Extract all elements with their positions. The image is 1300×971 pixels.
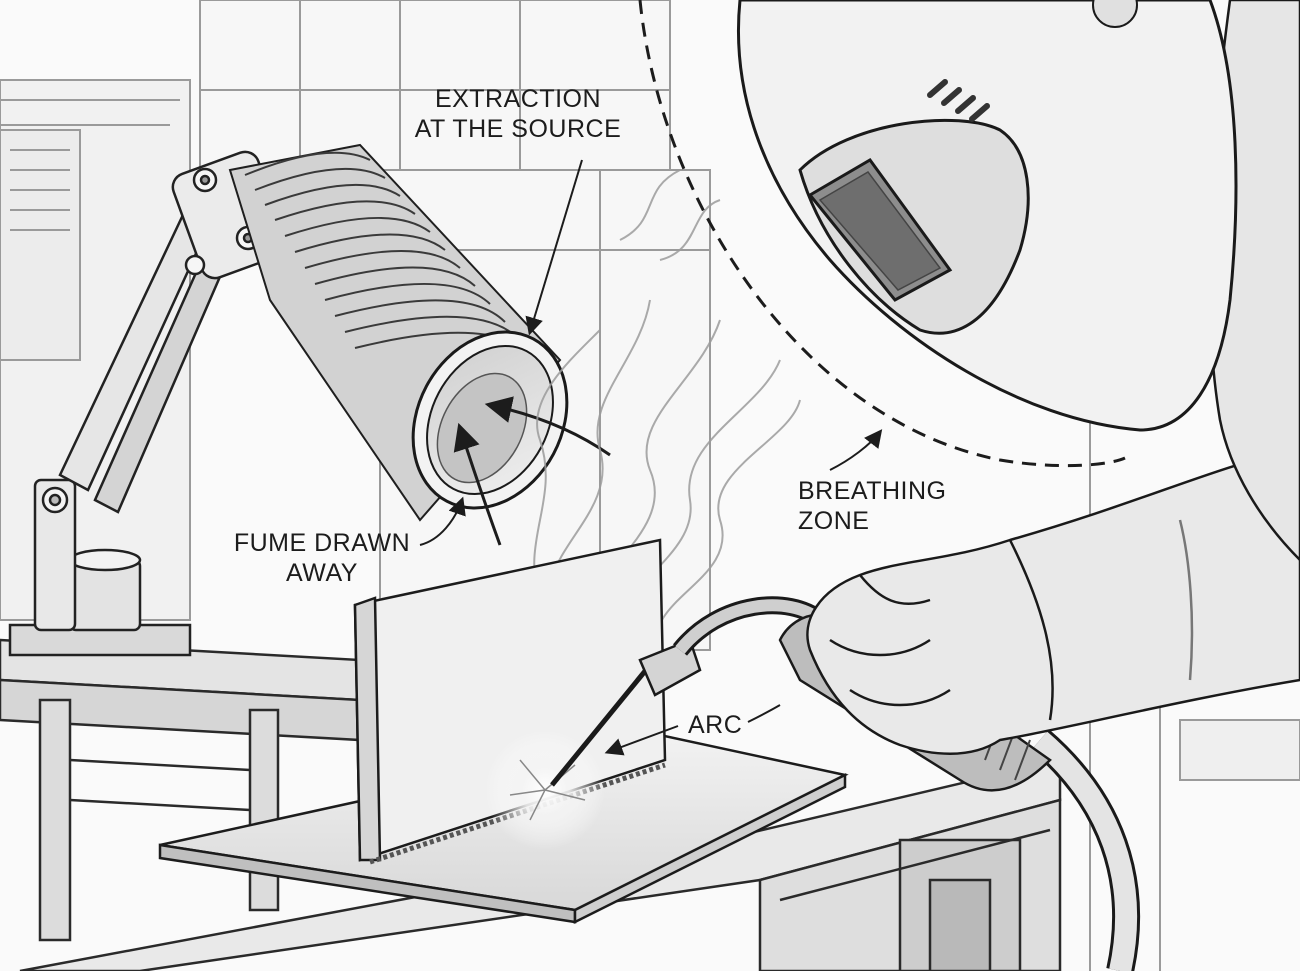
welding-arc xyxy=(485,730,605,850)
breathing-zone-boundary xyxy=(638,0,1126,468)
arc-label: ARC xyxy=(688,710,742,740)
leader-arc-torch xyxy=(747,704,781,723)
fume-label-line2: AWAY xyxy=(286,559,358,587)
welder-gloved-hand xyxy=(806,448,1300,755)
arc-label-text: ARC xyxy=(688,711,743,739)
breathing-zone-label: BREATHING ZONE xyxy=(798,476,947,536)
leader-breathing xyxy=(829,429,883,471)
breathing-zone-label-line1: BREATHING xyxy=(798,477,947,505)
fume-label-line1: FUME DRAWN xyxy=(233,529,411,557)
leader-arc xyxy=(604,725,679,756)
extraction-label-line2: AT THE SOURCE xyxy=(414,115,622,143)
leader-fume xyxy=(419,496,466,546)
extraction-label: EXTRACTION AT THE SOURCE xyxy=(408,84,628,144)
welding-helmet xyxy=(736,0,1238,432)
callout-leaders xyxy=(419,159,883,756)
extraction-label-line1: EXTRACTION xyxy=(434,85,602,113)
leader-extraction xyxy=(525,159,583,336)
fume-drawn-away-label: FUME DRAWN AWAY xyxy=(224,528,420,588)
breathing-zone-label-line2: ZONE xyxy=(798,507,870,535)
